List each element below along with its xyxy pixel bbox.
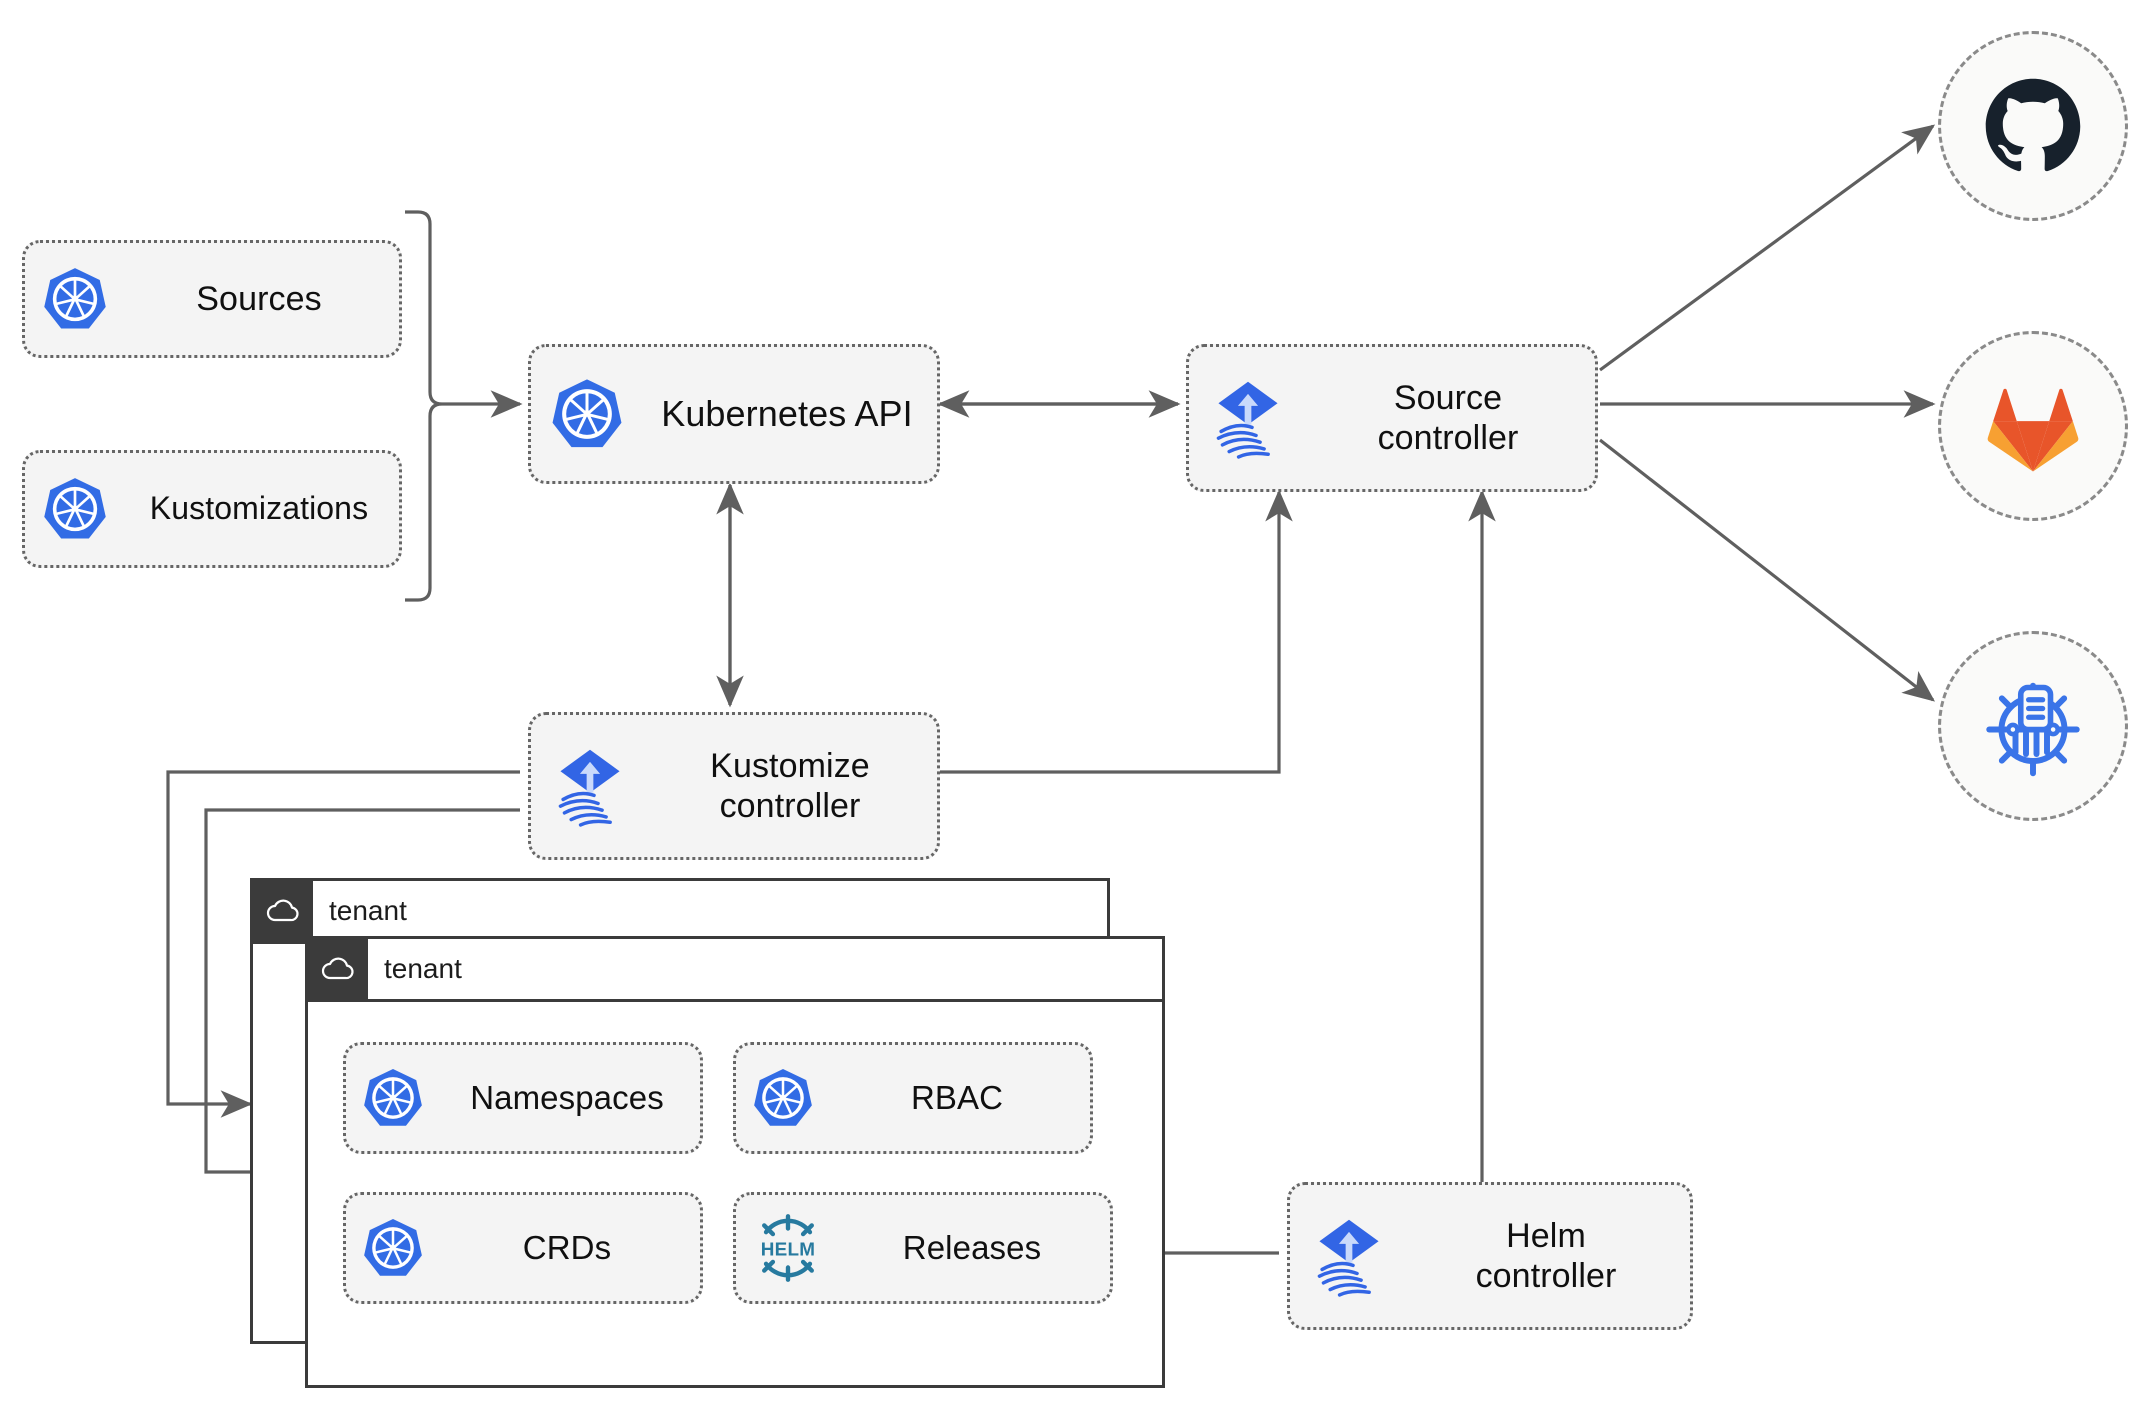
node-label: Namespaces xyxy=(470,1078,664,1116)
node-label: Source controller xyxy=(1377,378,1519,457)
node-label: Kustomize controller xyxy=(710,746,870,825)
node-label: Kubernetes API xyxy=(661,392,913,434)
svg-text:HELM: HELM xyxy=(761,1239,815,1260)
kubernetes-icon xyxy=(346,1067,440,1129)
node-kustomizations[interactable]: Kustomizations xyxy=(22,450,402,568)
node-label: Sources xyxy=(196,279,322,318)
node-label: Helm controller xyxy=(1475,1216,1617,1295)
provider-helm-repository[interactable] xyxy=(1938,631,2128,821)
gitlab-icon xyxy=(1987,388,2079,472)
provider-gitlab[interactable] xyxy=(1938,331,2128,521)
github-icon xyxy=(1985,78,2081,172)
flux-icon xyxy=(1290,1213,1408,1299)
kubernetes-icon xyxy=(736,1067,830,1129)
kubernetes-icon xyxy=(531,377,643,451)
cloud-icon xyxy=(253,881,313,941)
node-rbac[interactable]: RBAC xyxy=(733,1042,1093,1154)
flux-icon xyxy=(1189,375,1307,461)
kubernetes-icon xyxy=(25,476,125,542)
cloud-icon xyxy=(308,939,368,999)
provider-github[interactable] xyxy=(1938,31,2128,221)
node-label: Releases xyxy=(902,1228,1042,1266)
helm-icon: HELM xyxy=(736,1209,840,1287)
flux-icon xyxy=(531,743,649,829)
node-kustomize-controller[interactable]: Kustomize controller xyxy=(528,712,940,860)
node-namespaces[interactable]: Namespaces xyxy=(343,1042,703,1154)
node-sources[interactable]: Sources xyxy=(22,240,402,358)
node-helm-controller[interactable]: Helm controller xyxy=(1287,1182,1693,1330)
node-releases[interactable]: HELM Releases xyxy=(733,1192,1113,1304)
tenant-divider xyxy=(308,999,1162,1002)
node-label: RBAC xyxy=(910,1078,1004,1116)
node-kubernetes-api[interactable]: Kubernetes API xyxy=(528,344,940,484)
node-label: Kustomizations xyxy=(149,490,369,527)
node-crds[interactable]: CRDs xyxy=(343,1192,703,1304)
tenant-inner[interactable]: tenant xyxy=(305,936,1165,1388)
tenant-label: tenant xyxy=(384,953,462,984)
kubernetes-icon xyxy=(346,1217,440,1279)
node-source-controller[interactable]: Source controller xyxy=(1186,344,1598,492)
kubernetes-icon xyxy=(25,266,125,332)
helm-registry-icon xyxy=(1986,682,2080,777)
tenant-label: tenant xyxy=(329,895,407,926)
node-label: CRDs xyxy=(522,1228,612,1266)
